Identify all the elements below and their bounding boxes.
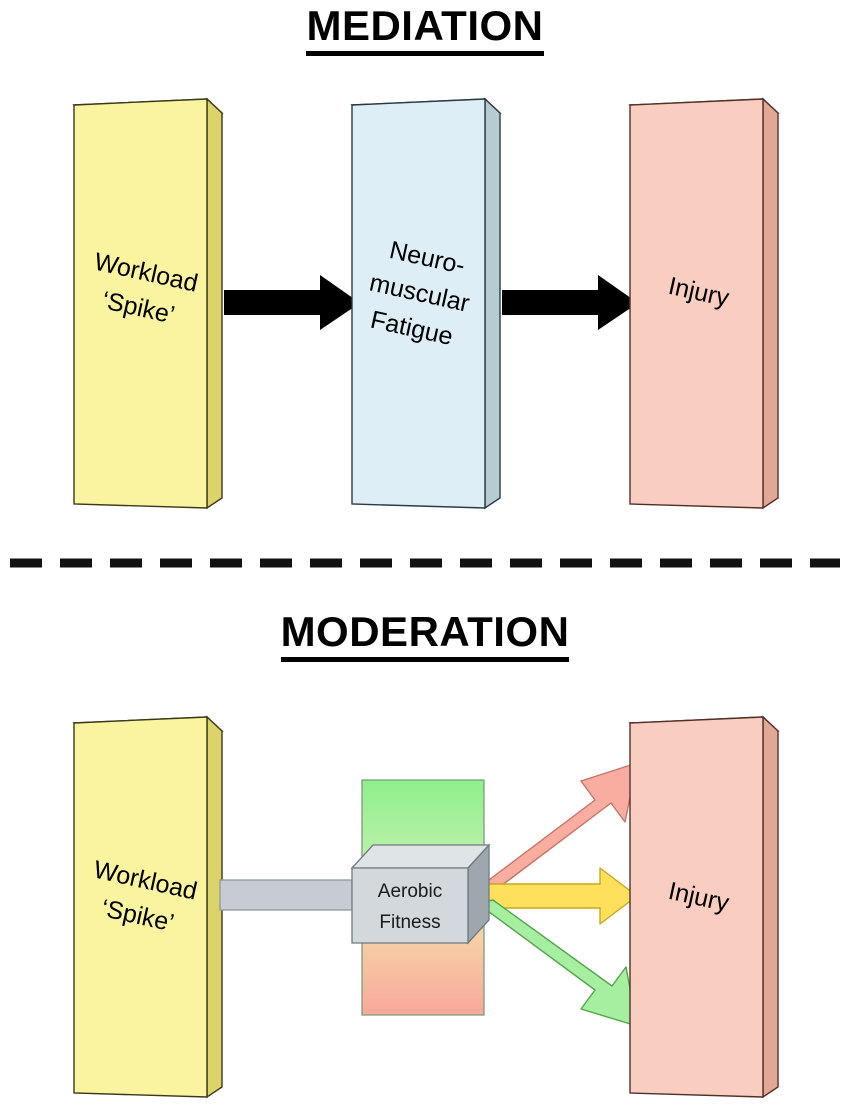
workload-slab-front-face — [73, 98, 208, 509]
fitness-box-top-face — [350, 844, 491, 869]
mediation-injury-slab: Injury — [628, 97, 780, 510]
moderation-workload-slab: Workload ‘Spike’ — [72, 715, 224, 1099]
aerobic-fitness-box: Aerobic Fitness — [350, 843, 491, 945]
arrow-shaft-2 — [502, 275, 638, 330]
moderation-title-text: MODERATION — [280, 608, 570, 662]
page-title-moderation: MODERATION — [0, 608, 850, 662]
arrow-workload-to-fatigue — [224, 275, 360, 330]
injury-slab-front-face — [629, 98, 764, 509]
workload-slab-side-face — [206, 97, 223, 510]
connector-bar — [219, 879, 353, 911]
mod-injury-slab-side-face — [762, 715, 779, 1099]
moderation-injury-slab: Injury — [628, 715, 780, 1099]
arrow-high-risk — [476, 762, 638, 893]
fatigue-slab-front-face — [351, 98, 486, 509]
mediation-title-text: MEDIATION — [306, 2, 544, 56]
mod-injury-slab-front-face — [629, 716, 764, 1098]
arrow-low-risk — [476, 899, 638, 1027]
mod-workload-slab-front-face — [73, 716, 208, 1098]
arrow-fitness-to-injury-high-risk — [476, 762, 638, 893]
arrow-fitness-to-injury-low-risk — [476, 899, 638, 1027]
mediation-fatigue-slab: Neuro- muscular Fatigue — [350, 97, 502, 510]
fitness-label-line2: Fitness — [379, 912, 440, 933]
arrow-shaft-1 — [224, 275, 360, 330]
fitness-box-front-face — [351, 867, 469, 944]
injury-slab-side-face — [762, 97, 779, 510]
arrow-fatigue-to-injury — [502, 275, 638, 330]
page-title-mediation: MEDIATION — [0, 2, 850, 56]
mediation-workload-slab: Workload ‘Spike’ — [72, 97, 224, 510]
connector-workload-to-fitness — [219, 879, 353, 911]
fitness-label-line1: Aerobic — [378, 881, 442, 902]
fatigue-slab-side-face — [484, 97, 501, 510]
